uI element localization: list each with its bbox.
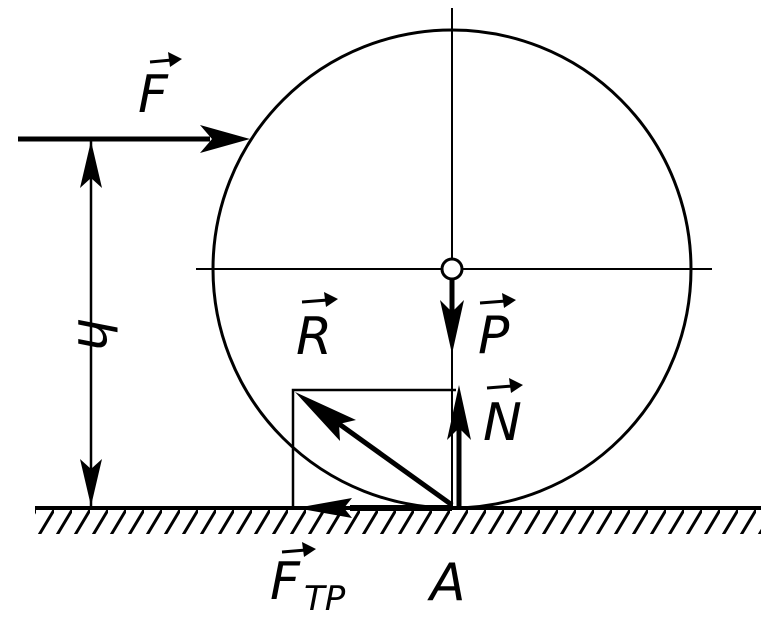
vector-mark-friction (281, 542, 316, 557)
label-normal: N (483, 393, 522, 453)
ground-hatching (35, 508, 761, 534)
label-friction: F (270, 552, 301, 612)
vector-mark-f (149, 52, 182, 67)
arrow-resultant (295, 392, 454, 508)
vector-mark-r (301, 292, 338, 307)
force-parallelogram (291, 388, 456, 508)
label-friction-subscript: TP (304, 579, 346, 619)
label-applied-force: F (138, 65, 169, 125)
label-height: h (65, 318, 125, 351)
arrow-normal (447, 385, 471, 506)
arrow-friction (296, 498, 452, 518)
ground (35, 506, 761, 534)
label-weight: P (478, 306, 510, 366)
vector-mark-p (479, 293, 516, 308)
label-contact-point: A (427, 553, 466, 613)
arrow-applied-force (18, 125, 250, 153)
arrow-weight (440, 280, 464, 354)
height-dimension (80, 139, 102, 508)
label-resultant: R (296, 307, 332, 367)
wheel-center-pivot (440, 257, 464, 281)
vector-mark-n (486, 378, 523, 393)
